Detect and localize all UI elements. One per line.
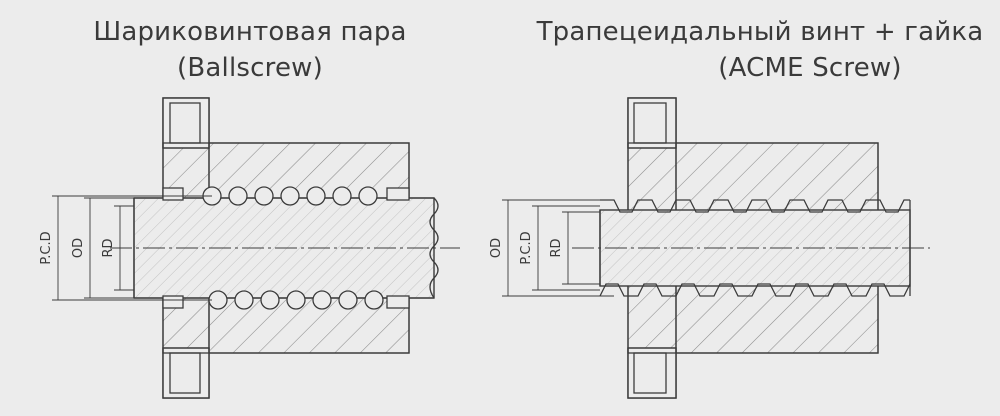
- acme-od-label: OD: [489, 238, 504, 258]
- ballscrew-od-label: OD: [71, 238, 86, 258]
- acme-thread-bottom: [599, 283, 911, 297]
- acme-title-ru: Трапецеидальный винт + гайка: [536, 17, 984, 47]
- ballscrew-title-ru: Шариковинтовая пара: [93, 17, 407, 47]
- acme-title-en: (ACME Screw): [718, 53, 902, 83]
- acme-rd-label: RD: [549, 238, 564, 257]
- acme-dimensions: [502, 199, 614, 297]
- ballscrew-title-en: (Ballscrew): [177, 53, 323, 83]
- ballscrew-rd-label: RD: [101, 238, 116, 257]
- ballscrew-balls-bottom: [208, 290, 384, 310]
- ballscrew-title: Шариковинтовая пара (Ballscrew): [70, 14, 430, 86]
- acme-title: Трапецеидальный винт + гайка (ACME Screw…: [520, 14, 1000, 86]
- acme-pcd-label: P.C.D: [519, 231, 534, 264]
- acme-thread-top: [600, 199, 910, 213]
- ballscrew-pcd-label: P.C.D: [39, 231, 54, 264]
- acme-drawing: [502, 97, 930, 399]
- ballscrew-dimensions: [52, 195, 212, 301]
- ballscrew-drawing: [52, 97, 460, 399]
